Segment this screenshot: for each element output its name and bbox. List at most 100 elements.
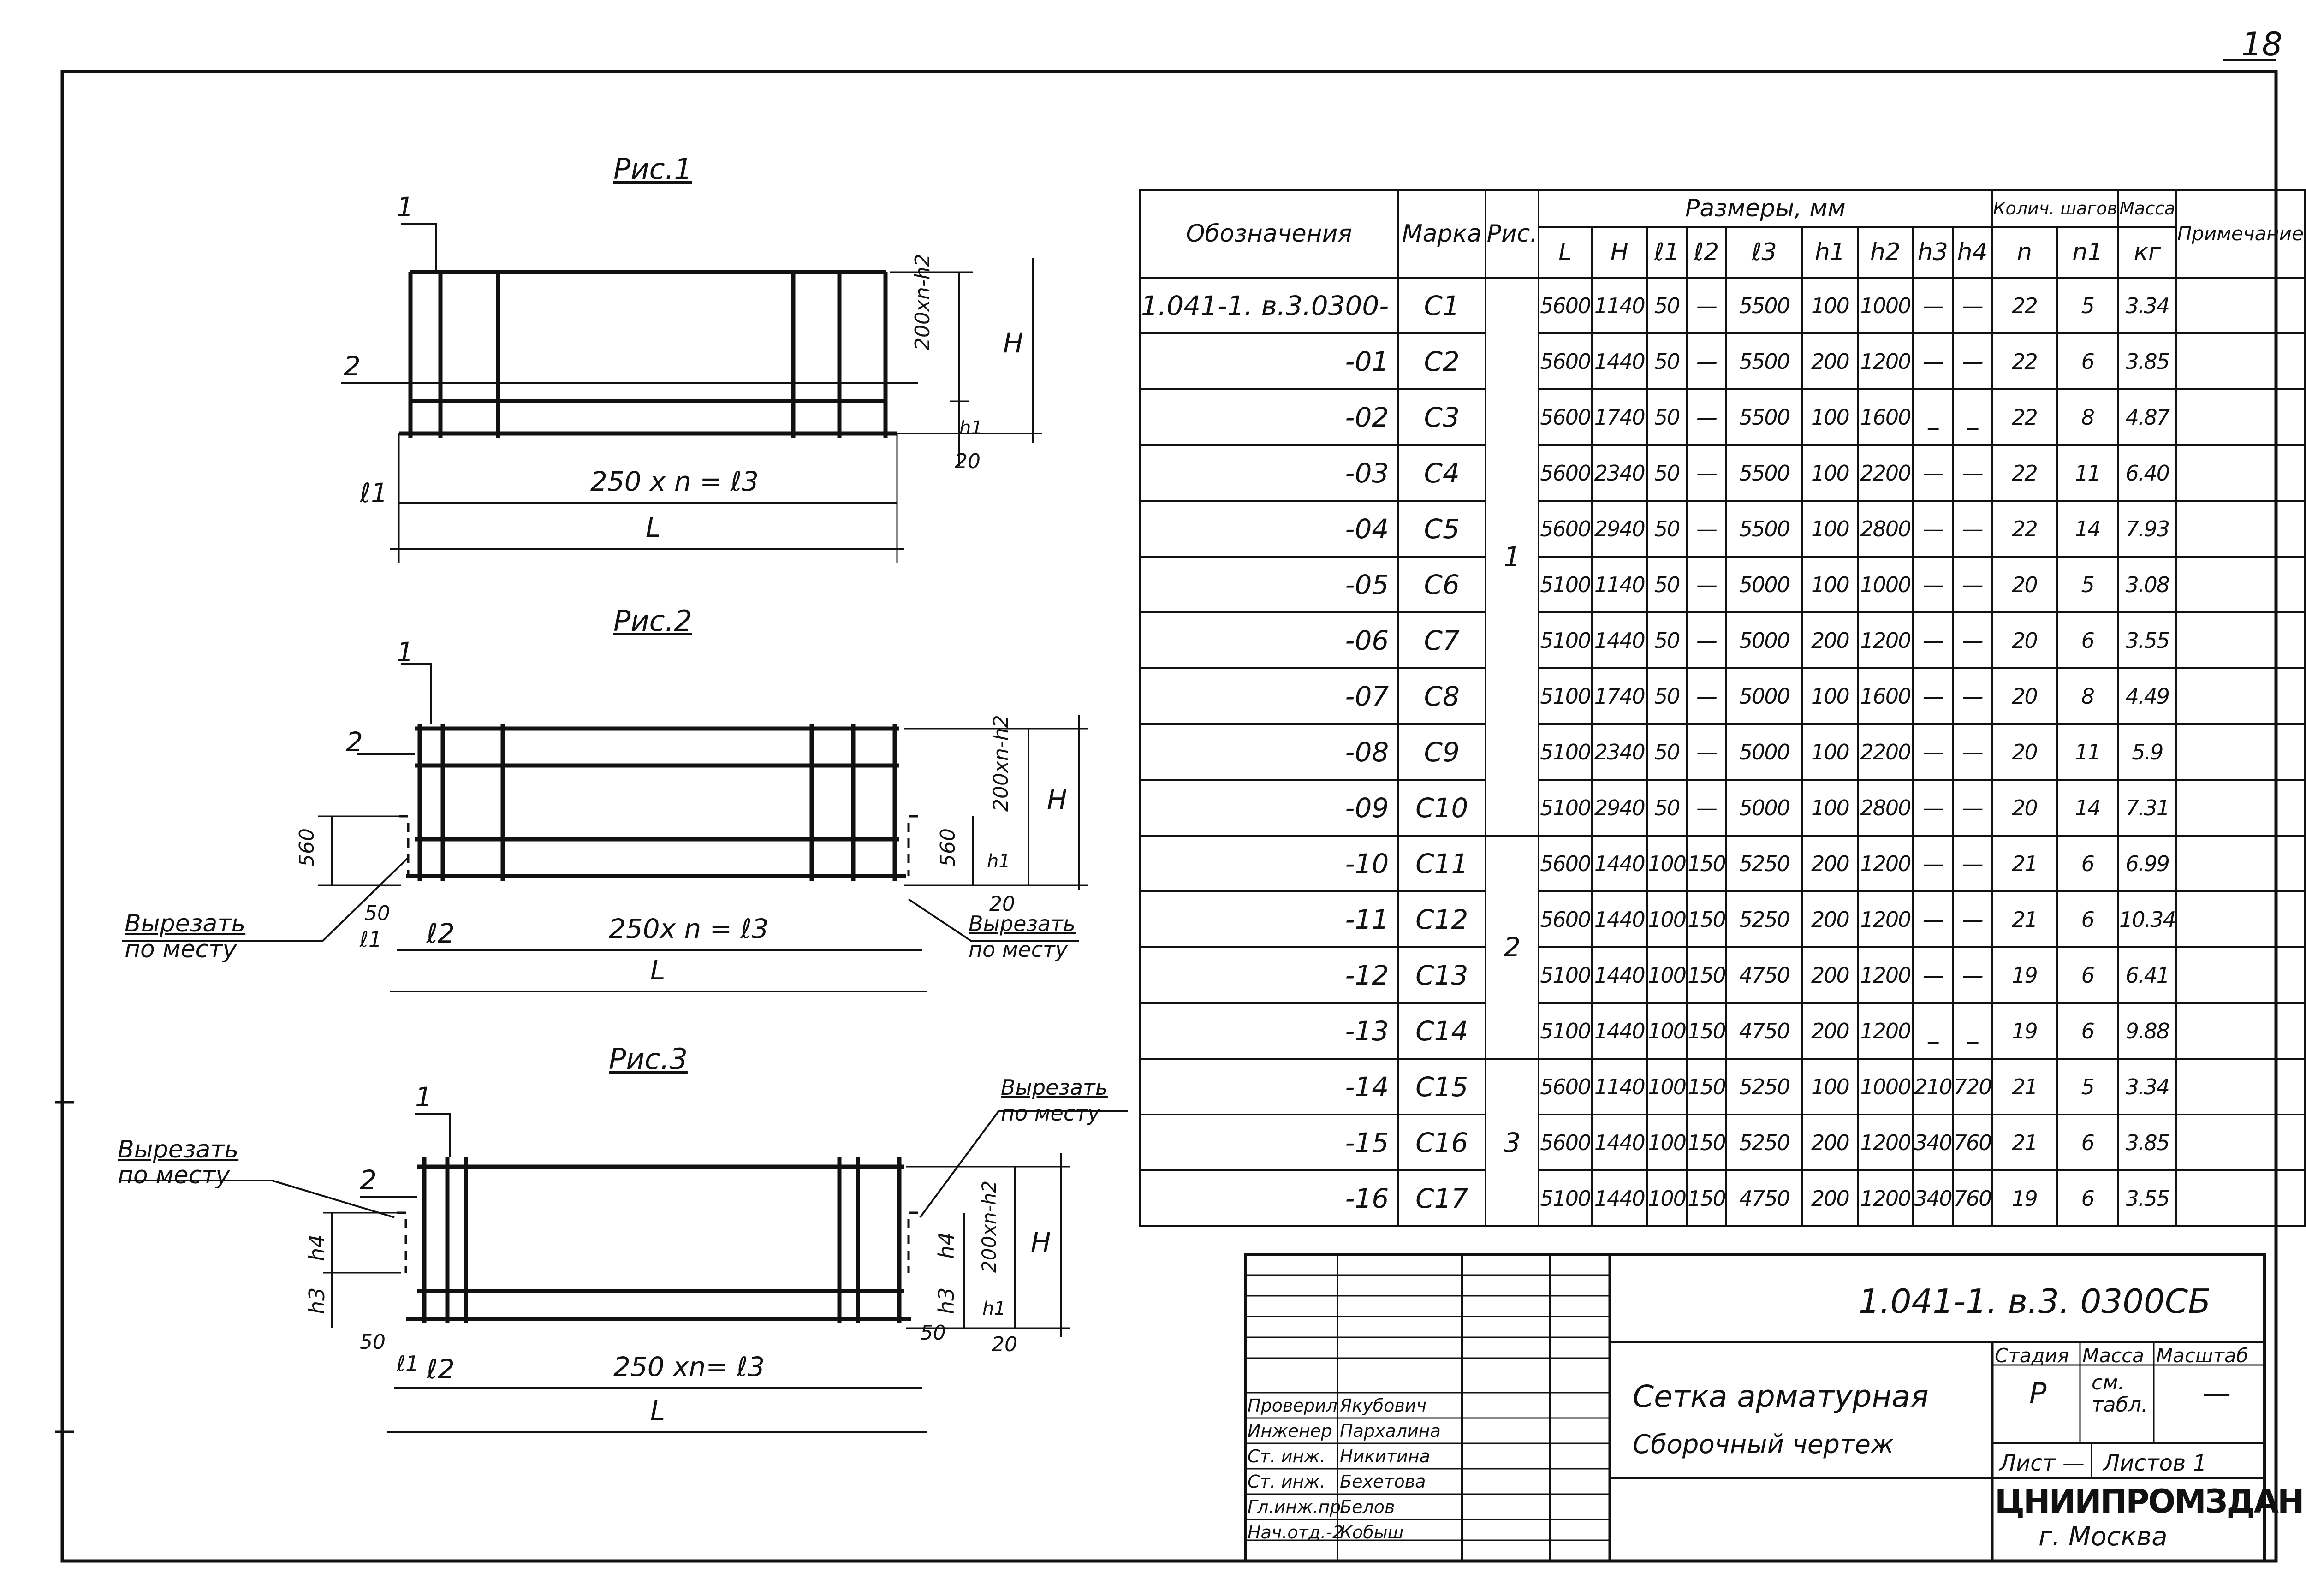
fig2-dim-h1: h1: [987, 851, 1010, 872]
fig3-dim-50-left: 50: [360, 1330, 386, 1354]
n1-cell: 5: [2056, 1058, 2120, 1115]
l2-cell: —: [1686, 556, 1727, 613]
mass-cell: 4.87: [2117, 388, 2177, 446]
mass-cell: 3.55: [2117, 1169, 2177, 1227]
figure-3-drawing: [120, 1110, 1128, 1433]
designation-cell: -12: [1139, 946, 1399, 1004]
l1-cell: 50: [1646, 611, 1688, 669]
mass-cell: 5.9: [2117, 723, 2177, 781]
n-cell: 22: [1991, 444, 2058, 502]
n-cell: 19: [1991, 1169, 2058, 1227]
n1-cell: 14: [2056, 500, 2120, 558]
l2-cell: 150: [1686, 1114, 1727, 1171]
designation-cell: -11: [1139, 890, 1399, 948]
L-cell: 5100: [1538, 1169, 1593, 1227]
h3-cell: —: [1912, 835, 1954, 892]
h2-cell: 1200: [1856, 332, 1914, 390]
designation-cell: -06: [1139, 611, 1399, 669]
note-cell: [2175, 1169, 2306, 1227]
note-cell: [2175, 611, 2306, 669]
H-cell: 1740: [1591, 388, 1648, 446]
l1-cell: 50: [1646, 500, 1688, 558]
l2-cell: 150: [1686, 1002, 1727, 1060]
h3-cell: —: [1912, 667, 1954, 725]
fig3-dim-h4-right: h4: [934, 1232, 959, 1259]
h2-cell: 1200: [1856, 890, 1914, 948]
n-cell: 19: [1991, 946, 2058, 1004]
mass-cell: 3.08: [2117, 556, 2177, 613]
h4-cell: —: [1951, 835, 1993, 892]
fig1-label-1: 1: [397, 191, 414, 223]
header-fig: Рис.: [1485, 189, 1540, 279]
signature-name: Пархалина: [1340, 1421, 1441, 1441]
l3-cell: 5000: [1725, 667, 1803, 725]
signature-name: Бехетова: [1340, 1471, 1426, 1492]
note-cell: [2175, 1114, 2306, 1171]
l1-cell: 50: [1646, 388, 1688, 446]
mark-cell: С2: [1397, 332, 1487, 390]
h3-cell: _: [1912, 1002, 1954, 1060]
n1-cell: 14: [2056, 779, 2120, 837]
cut-label-line: Вырезать: [1001, 1075, 1108, 1100]
fig3-dim-L: L: [650, 1395, 666, 1426]
subheader-H: H: [1591, 226, 1648, 279]
h1-cell: 100: [1801, 556, 1859, 613]
H-cell: 1440: [1591, 1002, 1648, 1060]
l2-cell: —: [1686, 723, 1727, 781]
subheader-h4: h4: [1951, 226, 1993, 279]
l3-cell: 4750: [1725, 1002, 1803, 1060]
h2-cell: 1000: [1856, 556, 1914, 613]
l3-cell: 4750: [1725, 946, 1803, 1004]
l1-cell: 100: [1646, 835, 1688, 892]
designation-cell: -07: [1139, 667, 1399, 725]
n1-cell: 6: [2056, 890, 2120, 948]
l1-cell: 100: [1646, 946, 1688, 1004]
h1-cell: 100: [1801, 723, 1859, 781]
fig2-dim-l2: ℓ2: [427, 918, 455, 949]
L-cell: 5600: [1538, 444, 1593, 502]
mass-cell: 6.41: [2117, 946, 2177, 1004]
h4-cell: —: [1951, 890, 1993, 948]
H-cell: 1440: [1591, 1169, 1648, 1227]
l2-cell: —: [1686, 667, 1727, 725]
n-cell: 20: [1991, 779, 2058, 837]
cut-label-line: по месту: [1001, 1101, 1100, 1126]
signature-name: Якубович: [1340, 1395, 1427, 1416]
h2-cell: 2200: [1856, 444, 1914, 502]
n-cell: 21: [1991, 1058, 2058, 1115]
fig1-dim-l1: ℓ1: [360, 477, 388, 509]
h1-cell: 100: [1801, 277, 1859, 334]
l2-cell: —: [1686, 388, 1727, 446]
mark-cell: С10: [1397, 779, 1487, 837]
l1-cell: 100: [1646, 890, 1688, 948]
subheader-l2: ℓ2: [1686, 226, 1727, 279]
h4-cell: 760: [1951, 1169, 1993, 1227]
scale-label: Масштаб: [2156, 1344, 2248, 1367]
subheader-n1: n1: [2056, 226, 2120, 279]
fig3-dim-50-right: 50: [920, 1321, 946, 1345]
fig3-dim-20: 20: [992, 1333, 1017, 1356]
subheader-L: L: [1538, 226, 1593, 279]
note-cell: [2175, 667, 2306, 725]
h2-cell: 1000: [1856, 277, 1914, 334]
L-cell: 5600: [1538, 1114, 1593, 1171]
mass-cell: 6.40: [2117, 444, 2177, 502]
l3-cell: 5250: [1725, 1058, 1803, 1115]
fig2-dim-50: 50: [364, 902, 390, 925]
table-subheader-row: L H ℓ1 ℓ2 ℓ3 h1 h2 h3 h4 n n1 кг: [1140, 226, 2305, 279]
cut-label-line: Вырезать: [125, 910, 246, 937]
fig1-dim-vertical: 200xn-h2: [911, 254, 934, 350]
h1-cell: 100: [1801, 1058, 1859, 1115]
l1-cell: 50: [1646, 277, 1688, 334]
title-block: 1.041-1. в.3. 0300СБ Сетка арматурная Сб…: [1245, 1254, 2306, 1561]
h3-cell: —: [1912, 500, 1954, 558]
L-cell: 5100: [1538, 556, 1593, 613]
fig1-dim-h1: h1: [959, 417, 983, 439]
H-cell: 1140: [1591, 1058, 1648, 1115]
mark-cell: С12: [1397, 890, 1487, 948]
L-cell: 5100: [1538, 667, 1593, 725]
